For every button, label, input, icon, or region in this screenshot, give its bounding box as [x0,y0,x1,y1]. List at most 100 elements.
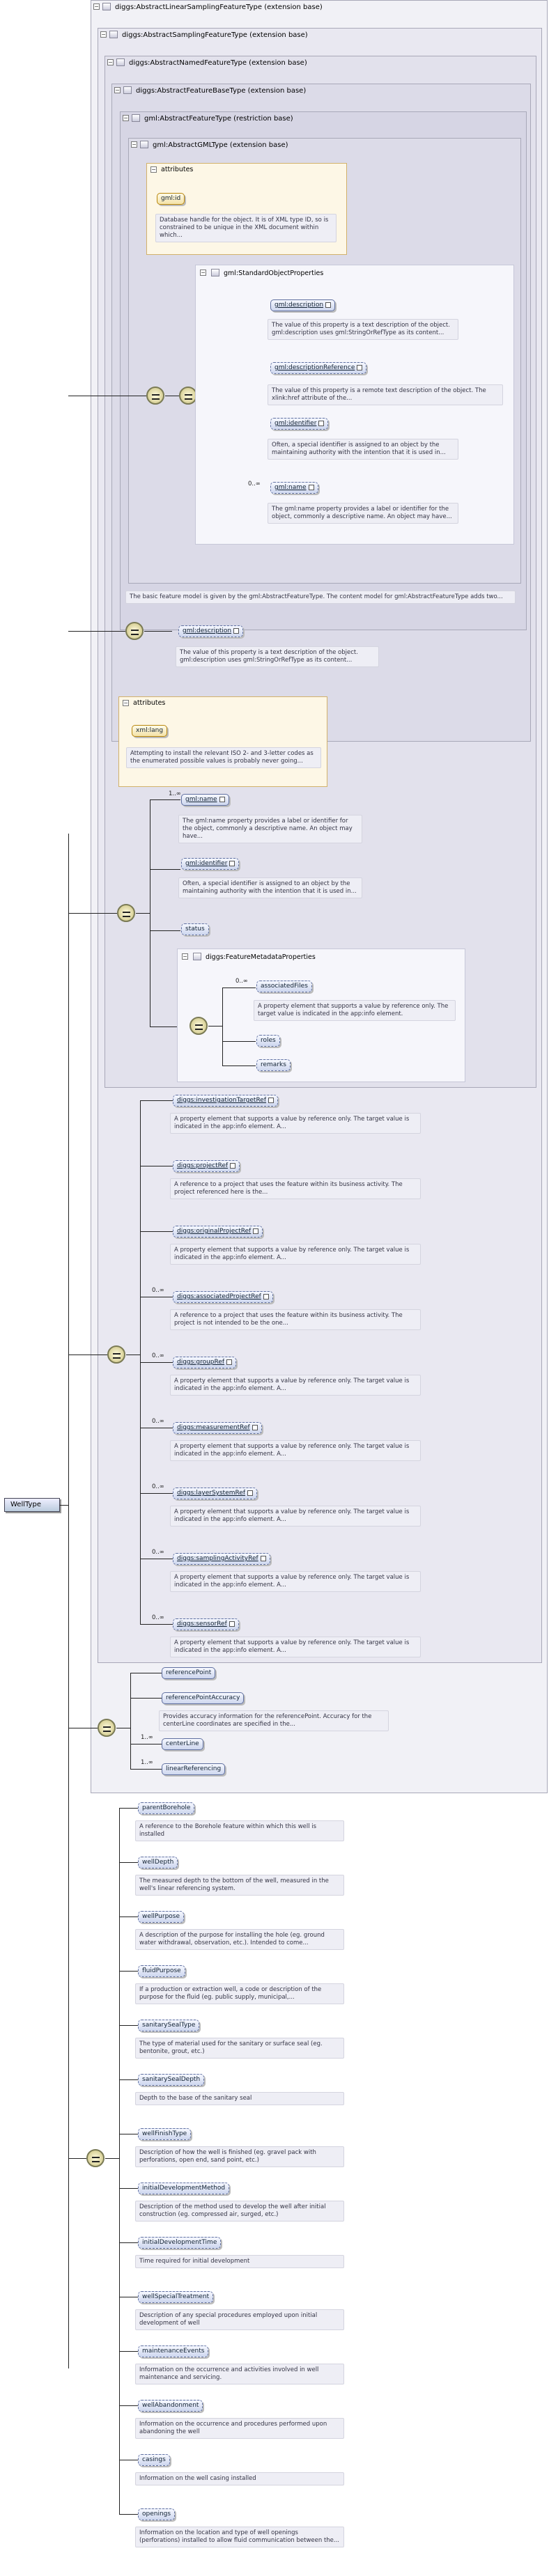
element-doc: A reference to the Borehole feature with… [135,1820,344,1841]
group-title: diggs:FeatureMetadataProperties [206,953,316,961]
multiplicity: 0..∞ [152,1483,164,1490]
element-diggs-samplingactivityref[interactable]: diggs:samplingActivityRef [173,1553,270,1565]
multiplicity: 0..∞ [152,1287,164,1294]
reference-icon [230,1162,236,1169]
gml-identifier-element[interactable]: gml:identifier [181,858,240,870]
element-label: diggs:layerSystemRef [177,1490,246,1497]
collapse-toggle[interactable]: − [107,59,114,65]
sequence-compositor[interactable] [107,1345,125,1364]
gml-description-element[interactable]: gml:description [178,625,244,637]
element-diggs-originalprojectref[interactable]: diggs:originalProjectRef [173,1226,263,1238]
element-label: wellFinishType [142,2130,187,2137]
element-label: linearReferencing [166,1765,222,1772]
remarks-element[interactable]: remarks [256,1059,291,1071]
collapse-toggle[interactable]: − [123,700,129,706]
element-wellfinishtype[interactable]: wellFinishType [138,2128,192,2140]
element-doc: A property element that supports a value… [170,1244,421,1265]
element-diggs-sensorref[interactable]: diggs:sensorRef [173,1618,239,1630]
element-label: parentBorehole [142,1804,191,1811]
element-label: fluidPurpose [142,1967,181,1974]
connector [130,1698,162,1699]
connector [119,1862,138,1863]
sequence-compositor[interactable] [117,904,135,922]
element-doc: The gml:name property provides a label o… [268,503,458,524]
element-label: status [185,926,205,932]
collapse-toggle[interactable]: − [182,953,188,960]
element-referencepoint[interactable]: referencePoint [162,1667,216,1679]
collapse-toggle[interactable]: − [100,31,107,38]
xml-lang-attribute[interactable]: xml:lang [132,725,168,737]
element-initialdevelopmentmethod[interactable]: initialDevelopmentMethod [138,2183,230,2194]
element-diggs-groupref[interactable]: diggs:groupRef [173,1357,237,1368]
collapse-toggle[interactable]: − [131,141,137,148]
element-diggs-measurementref[interactable]: diggs:measurementRef [173,1422,262,1434]
group-icon [193,953,201,960]
connector [60,1505,68,1506]
connector [140,1624,173,1625]
element-welldepth[interactable]: wellDepth [138,1857,178,1868]
reference-icon [260,1555,266,1561]
element-label: gml:name [185,796,217,803]
group-icon [211,269,219,276]
element-doc: If a production or extraction well, a co… [135,1983,344,2004]
element-label: centerLine [166,1740,199,1747]
connector [119,2025,138,2026]
element-label: gml:descriptionReference [274,364,355,371]
collapse-toggle[interactable]: − [114,87,121,93]
gml-id-attribute[interactable]: gml:id [157,193,185,205]
element-doc: Provides accuracy information for the re… [159,1710,389,1731]
element-openings[interactable]: openings [138,2508,176,2520]
roles-element[interactable]: roles [256,1035,280,1047]
status-element[interactable]: status [181,923,209,935]
gml-name-element[interactable]: gml:name [270,482,318,494]
multiplicity: 0..∞ [152,1614,164,1621]
element-wellpurpose[interactable]: wellPurpose [138,1911,185,1923]
element-maintenanceevents[interactable]: maintenanceEvents [138,2345,209,2357]
element-linearreferencing[interactable]: linearReferencing [162,1763,226,1775]
connector [68,2158,86,2159]
collapse-toggle[interactable]: − [123,115,129,121]
element-diggs-layersystemref[interactable]: diggs:layerSystemRef [173,1488,258,1499]
collapse-toggle[interactable]: − [150,166,157,173]
element-wellabandonment[interactable]: wellAbandonment [138,2400,203,2412]
associated-files-element[interactable]: associatedFiles [256,981,312,992]
sequence-compositor[interactable] [98,1719,116,1737]
sequence-compositor[interactable] [86,2149,105,2167]
sequence-compositor[interactable] [125,622,144,640]
element-label: wellDepth [142,1859,174,1866]
base-title: gml:AbstractGMLType (extension base) [153,141,288,149]
complex-type-icon [102,3,111,10]
element-label: wellAbandonment [142,2402,199,2409]
element-fluidpurpose[interactable]: fluidPurpose [138,1965,185,1977]
xml-lang-doc: Attempting to install the relevant ISO 2… [126,747,321,768]
sequence-compositor[interactable] [190,1017,208,1035]
element-casings[interactable]: casings [138,2454,170,2466]
sequence-compositor[interactable] [146,387,164,405]
element-sanitarysealtype[interactable]: sanitarySealType [138,2020,200,2031]
element-label: diggs:samplingActivityRef [177,1555,258,1562]
collapse-toggle[interactable]: − [200,270,206,276]
element-sanitarysealdepth[interactable]: sanitarySealDepth [138,2074,205,2086]
complex-type-icon [109,31,118,38]
connector [119,2242,138,2243]
element-diggs-projectref[interactable]: diggs:projectRef [173,1160,240,1172]
gml-description-element[interactable]: gml:description [270,299,336,311]
element-referencepointaccuracy[interactable]: referencePointAccuracy [162,1692,245,1704]
element-parentborehole[interactable]: parentBorehole [138,1802,195,1814]
collapse-toggle[interactable]: − [93,3,100,10]
element-doc: Description of the method used to develo… [135,2201,344,2222]
element-label: remarks [261,1061,286,1068]
element-doc: Description of how the well is finished … [135,2146,344,2167]
element-centerline[interactable]: centerLine [162,1738,203,1750]
element-wellspecialtreatment[interactable]: wellSpecialTreatment [138,2291,214,2303]
gml-identifier-element[interactable]: gml:identifier [270,418,329,430]
element-doc: The gml:name property provides a label o… [178,815,362,843]
gml-description-reference-element[interactable]: gml:descriptionReference [270,362,367,374]
element-label: wellPurpose [142,1913,180,1920]
root-element-welltype[interactable]: WellType [4,1498,60,1512]
reference-icon [226,1359,233,1365]
gml-name-element[interactable]: gml:name [181,794,229,806]
element-diggs-investigationtargetref[interactable]: diggs:investigationTargetRef [173,1095,279,1107]
element-diggs-associatedprojectref[interactable]: diggs:associatedProjectRef [173,1291,273,1303]
element-initialdevelopmenttime[interactable]: initialDevelopmentTime [138,2237,222,2249]
